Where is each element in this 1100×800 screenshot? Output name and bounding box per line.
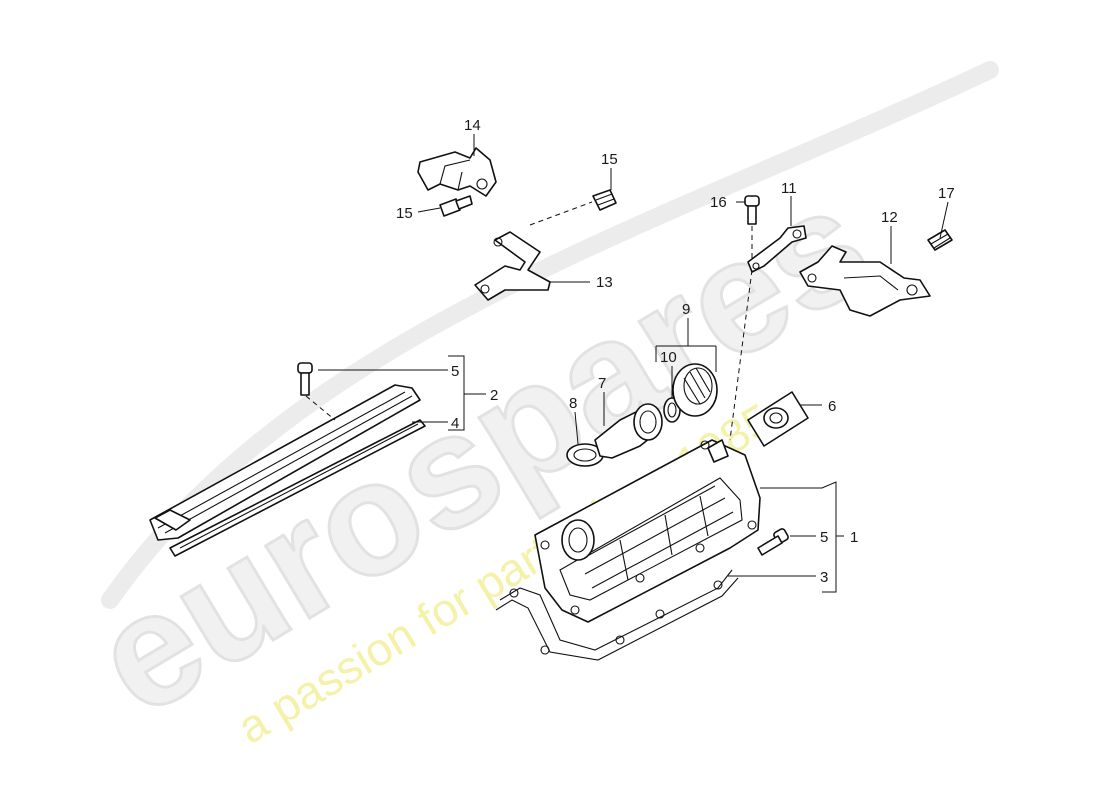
- callout-6[interactable]: 6: [828, 398, 836, 415]
- callouts: 14 15 15 13 16 11 12 17 9 10 7 8 6 5 2 4…: [396, 117, 955, 586]
- callout-12[interactable]: 12: [881, 209, 898, 226]
- callout-13[interactable]: 13: [596, 274, 613, 291]
- callout-3[interactable]: 3: [820, 569, 828, 586]
- callout-14[interactable]: 14: [464, 117, 481, 134]
- leader-lines: [318, 134, 949, 593]
- callout-2[interactable]: 2: [490, 387, 498, 404]
- callout-5-left[interactable]: 5: [451, 363, 459, 380]
- part-9-cap[interactable]: [672, 363, 718, 417]
- callout-4[interactable]: 4: [451, 415, 459, 432]
- part-5-bolt-left[interactable]: [297, 362, 313, 396]
- part-1-cover-right[interactable]: [534, 439, 761, 623]
- part-14-bracket[interactable]: [417, 147, 497, 197]
- part-12-bracket[interactable]: [799, 245, 931, 317]
- callout-8[interactable]: 8: [569, 395, 577, 412]
- callout-10[interactable]: 10: [660, 349, 677, 366]
- part-6-seal[interactable]: [747, 391, 809, 447]
- callout-11[interactable]: 11: [781, 180, 797, 197]
- part-16-screw[interactable]: [744, 195, 760, 225]
- part-17-screw[interactable]: [927, 229, 953, 251]
- leader-16-dash: [729, 226, 753, 441]
- part-11-bracket[interactable]: [747, 225, 807, 273]
- callout-1[interactable]: 1: [850, 529, 858, 546]
- watermark-brand: eurospares: [65, 151, 897, 749]
- callout-17[interactable]: 17: [938, 185, 955, 202]
- part-3-gasket-right[interactable]: [495, 569, 739, 661]
- callout-15-right[interactable]: 15: [601, 151, 618, 168]
- watermark: eurospares a passion for parts since 198…: [64, 61, 999, 754]
- callout-5-right[interactable]: 5: [820, 529, 828, 546]
- part-2-cover-left[interactable]: [149, 384, 421, 541]
- leader-5-dash-left: [305, 395, 336, 421]
- callout-9[interactable]: 9: [682, 301, 690, 318]
- part-5-bolt-right[interactable]: [757, 528, 789, 556]
- part-7-filler-neck[interactable]: [594, 403, 663, 459]
- callout-15-left[interactable]: 15: [396, 205, 413, 222]
- part-4-gasket-left[interactable]: [169, 419, 426, 557]
- callout-16[interactable]: 16: [710, 194, 727, 211]
- part-13-bracket[interactable]: [474, 231, 551, 301]
- part-15-screw-right[interactable]: [592, 189, 617, 211]
- leader-15-dash: [529, 201, 593, 226]
- callout-7[interactable]: 7: [598, 375, 606, 392]
- part-15-screw-left[interactable]: [439, 195, 473, 217]
